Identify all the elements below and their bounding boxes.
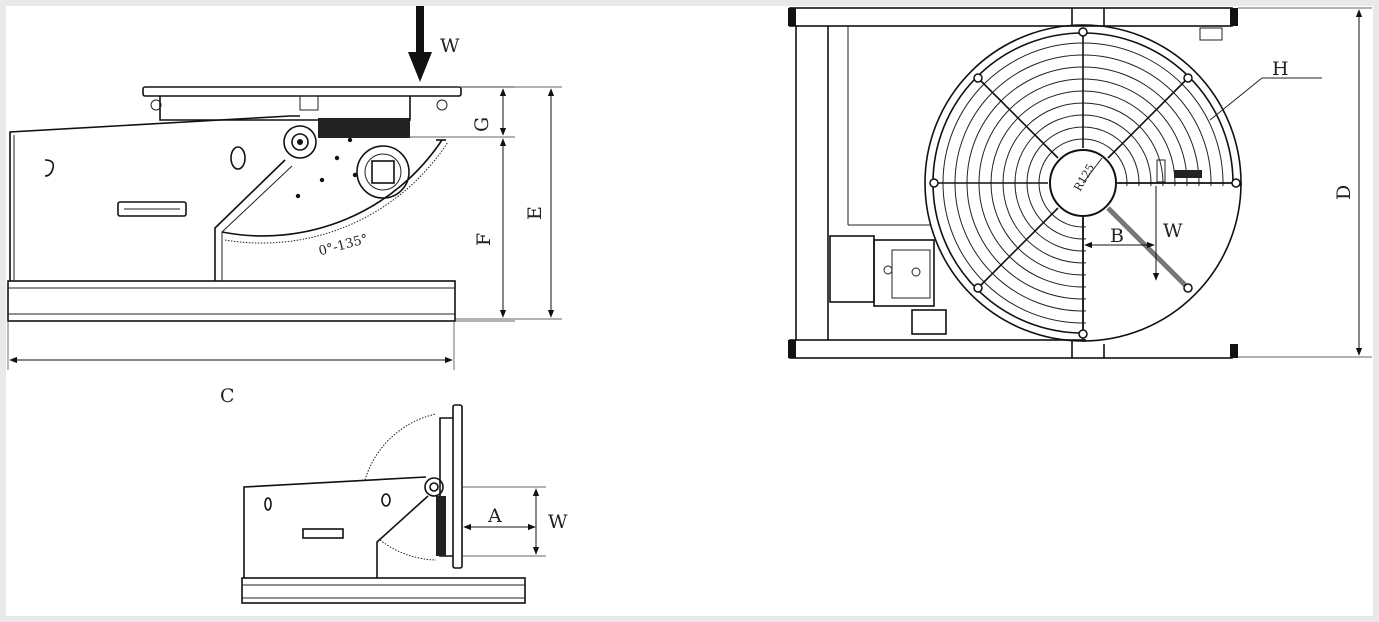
dim-g-label: G (471, 117, 493, 132)
side-load-label: W (440, 35, 460, 57)
dim-f-label: F (473, 233, 495, 246)
tilted-view: A W (241, 404, 568, 604)
dim-c-label: C (220, 385, 235, 407)
tilted-load-label: W (548, 511, 568, 533)
dim-h-label: H (1272, 58, 1289, 80)
dim-d-label: D (1333, 185, 1355, 200)
side-housing (9, 115, 300, 281)
side-pivot (283, 125, 317, 159)
tilted-table-plate (452, 404, 463, 569)
top-view: R125 B W H D (788, 7, 1372, 359)
dim-b-label: B (1110, 225, 1124, 247)
side-base (7, 280, 456, 322)
top-load-label: W (1163, 220, 1183, 242)
side-slot (44, 159, 55, 177)
dim-a-label: A (487, 505, 502, 527)
top-diagonal-bar (1106, 206, 1191, 291)
side-tilt-sector (221, 139, 443, 237)
side-load-arrow (416, 6, 424, 54)
tilted-base (241, 577, 526, 604)
side-handle (117, 201, 187, 217)
dim-e-label: E (524, 206, 546, 220)
side-view: W 0°-135° G F E C (7, 6, 562, 407)
